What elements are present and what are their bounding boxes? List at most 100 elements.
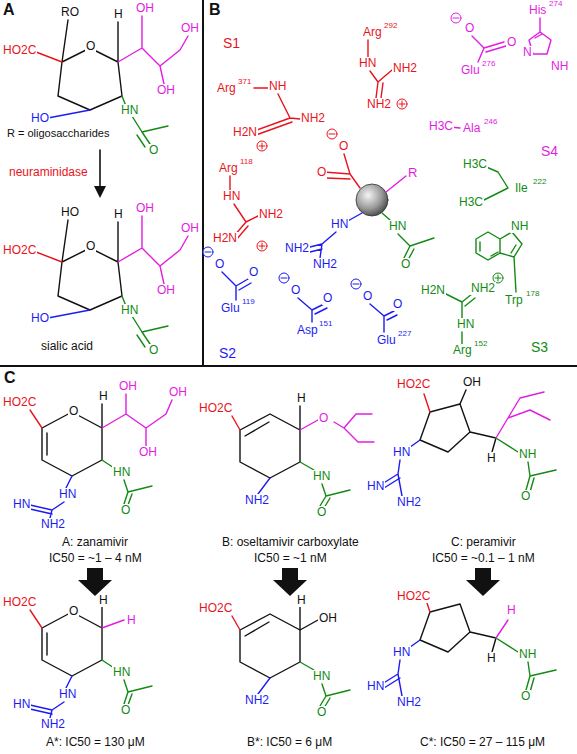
chem-label: HO: [30, 312, 50, 325]
chem-label: O: [392, 298, 403, 311]
chem-label: H: [486, 652, 497, 665]
chem-label: O: [214, 258, 225, 271]
chem-label: OH: [118, 380, 138, 393]
chem-label: IC50 = ~1 – 4 nM: [48, 552, 143, 565]
chem-label: HO: [60, 206, 80, 219]
chem-label: H: [113, 8, 124, 21]
chem-label: B*: IC50 = 6 μM: [246, 736, 333, 749]
residue-number: 371: [237, 78, 252, 86]
chem-label: R = oligosaccharides: [6, 128, 110, 140]
chem-label: H: [126, 614, 137, 627]
chem-label: OH: [135, 2, 155, 15]
chem-label: HN: [392, 446, 411, 459]
chem-label: HN: [112, 466, 131, 479]
chem-label: Arg: [216, 82, 237, 95]
chem-label: NH2: [366, 98, 392, 111]
chem-label: R: [407, 166, 418, 180]
chem-label: NH: [518, 648, 537, 661]
residue-number: 292: [383, 22, 398, 30]
chem-label: Glu: [376, 334, 397, 347]
panel-label: S1: [222, 36, 241, 51]
chem-label: O: [316, 506, 327, 519]
chem-label: O: [520, 690, 531, 703]
chem-label: H: [98, 390, 109, 403]
chem-label: NH2: [244, 694, 270, 707]
chem-label: HN: [112, 666, 131, 679]
chem-label: O: [120, 504, 131, 517]
chem-label: H: [296, 392, 307, 405]
chem-label: H: [98, 594, 109, 607]
chem-label: HO2C: [396, 378, 431, 391]
chem-label: HN: [456, 318, 475, 331]
chem-label: O: [362, 290, 373, 303]
chem-label: NH2: [396, 496, 422, 509]
chem-label: H: [113, 208, 124, 221]
residue-number: 178: [525, 290, 540, 298]
chem-label: Arg: [218, 162, 239, 175]
residue-number: 119: [241, 298, 256, 306]
chem-label: Glu: [460, 64, 481, 77]
chem-label: NH2: [392, 62, 418, 75]
chem-label: HN: [358, 57, 377, 70]
chem-label: HN: [12, 498, 31, 511]
chem-label: Asp: [296, 324, 319, 337]
residue-number: 222: [532, 178, 547, 186]
residue-number: 227: [397, 330, 412, 338]
chem-label: O: [316, 166, 327, 179]
chem-label: HN: [330, 218, 349, 231]
chem-label: O: [248, 266, 259, 279]
chem-label: H2N: [420, 284, 446, 297]
chem-label: O: [338, 140, 349, 153]
chem-label: O: [120, 704, 131, 717]
panel-label: S3: [530, 340, 549, 355]
chem-label: NH2: [312, 258, 338, 271]
chem-label: HO2C: [396, 590, 431, 603]
chem-label: RO: [60, 6, 80, 19]
chem-label: O: [400, 258, 411, 271]
chem-label: A: zanamivir: [61, 536, 129, 549]
residue-number: 276: [481, 60, 496, 68]
chem-label: C*: IC50 = 27 – 115 μM: [419, 736, 546, 749]
chem-label: Trp: [504, 294, 524, 307]
chem-label: HN: [12, 698, 31, 711]
chem-label: NH2: [470, 282, 496, 295]
chem-label: HO2C: [2, 244, 37, 257]
chem-label: NH: [550, 60, 569, 73]
chem-label: HN: [58, 688, 77, 701]
chem-label: O: [68, 605, 79, 618]
chem-label: NH2: [258, 208, 284, 221]
chem-label: Ile: [514, 182, 529, 195]
chem-label: HN: [58, 488, 77, 501]
chem-label: NH2: [300, 112, 326, 125]
chem-label: OH: [180, 222, 200, 235]
chem-label: O: [148, 344, 159, 357]
chem-label: H: [506, 604, 517, 617]
chem-label: N: [522, 46, 533, 59]
chem-label: Arg: [362, 26, 383, 39]
chem-label: HO2C: [2, 396, 37, 409]
chem-label: OH: [462, 376, 482, 389]
panel-label: S4: [540, 144, 559, 159]
chem-label: OH: [180, 22, 200, 35]
chem-label: B: oseltamivir carboxylate: [221, 536, 360, 549]
chem-label: O: [318, 412, 329, 425]
residue-number: 118: [239, 158, 254, 166]
chem-label: H2N: [212, 232, 238, 245]
chem-label: HN: [312, 670, 331, 683]
chem-label: neuraminidase: [8, 166, 89, 179]
chem-label: H: [296, 594, 307, 607]
chem-label: O: [85, 40, 96, 53]
chem-label: HN: [222, 190, 241, 203]
chem-label: OH: [138, 446, 158, 459]
chem-label: HO2C: [198, 402, 233, 415]
chem-label: H: [486, 452, 497, 465]
chem-label: NH2: [396, 696, 422, 709]
chem-label: O: [322, 292, 333, 305]
chem-label: O: [464, 22, 475, 35]
chem-label: H3C: [458, 196, 484, 209]
chem-label: O: [316, 706, 327, 719]
chem-label: HN: [312, 470, 331, 483]
chem-label: O: [520, 490, 531, 503]
chem-label: NH2: [284, 242, 310, 255]
